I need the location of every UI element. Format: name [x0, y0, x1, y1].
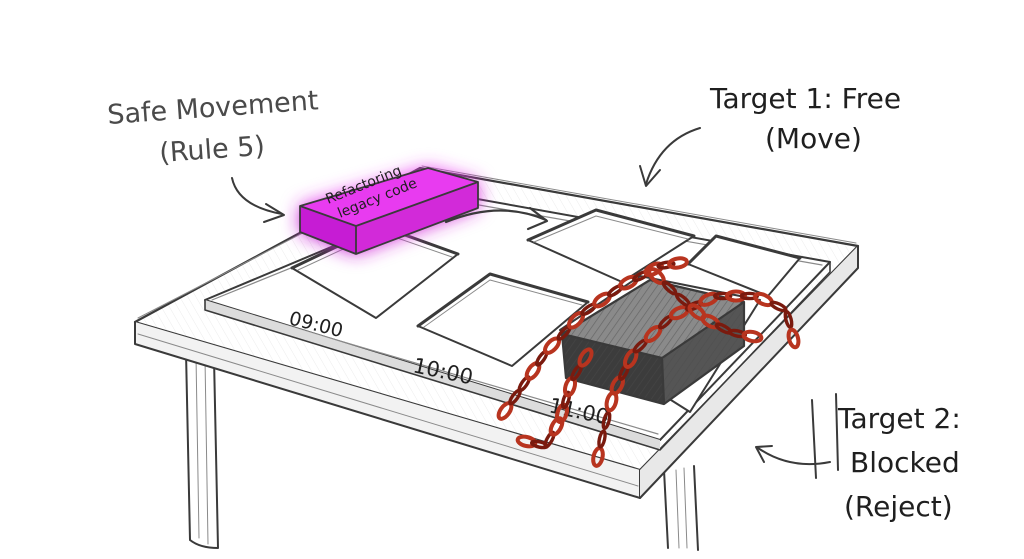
annotation-target2-line3: (Reject)	[844, 490, 953, 523]
slot-far-right	[686, 234, 802, 297]
chain-link	[618, 274, 639, 291]
chain-link	[560, 390, 572, 410]
chain-link	[554, 402, 570, 425]
annotation-safe-movement-line2: (Rule 5)	[158, 131, 266, 169]
annotation-safe-movement-line1: Safe Movement	[106, 85, 319, 131]
annotation-target2-line2: Blocked	[850, 446, 960, 479]
chain-link	[783, 310, 794, 329]
chain-link	[543, 430, 556, 449]
chain-link	[667, 256, 689, 270]
arrow-target-2	[755, 445, 831, 466]
chain-link	[786, 327, 801, 350]
chain-link	[769, 300, 788, 313]
chain-link	[515, 434, 538, 449]
chain-link	[618, 363, 630, 381]
annotation-target1-line1: Target 1: Free	[709, 82, 901, 115]
chain-link	[713, 291, 733, 301]
arrow-safe-movement	[231, 177, 285, 223]
chain-link	[577, 347, 594, 368]
chain-around-block	[496, 256, 801, 468]
chain-link	[741, 329, 764, 344]
chain-link	[601, 411, 612, 430]
annotation-target2-line1: Target 2:	[837, 402, 961, 435]
chain-link	[597, 429, 607, 449]
table-legs	[185, 351, 839, 551]
move-arrow	[444, 206, 549, 231]
chain-link	[548, 416, 565, 437]
chain-link	[725, 289, 747, 303]
arrow-target-1	[639, 127, 701, 187]
annotation-target1-line2: (Move)	[765, 122, 862, 155]
slot-target-1-free	[526, 208, 696, 283]
chain-link	[661, 280, 678, 296]
chain-link	[656, 260, 676, 270]
slot-1000	[416, 272, 590, 367]
